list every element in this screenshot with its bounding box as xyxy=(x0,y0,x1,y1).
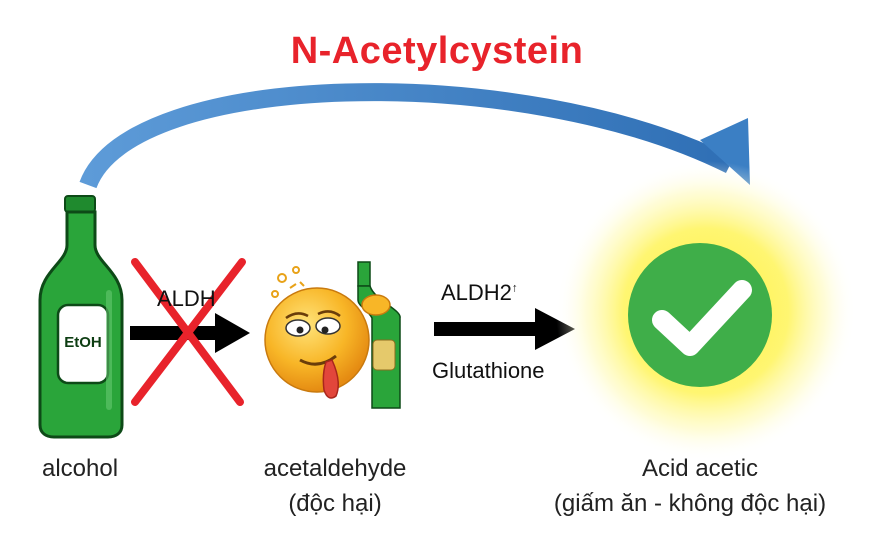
beer-bottle-icon xyxy=(40,196,122,437)
curved-arrow xyxy=(88,92,750,185)
acetic-note: (giấm ăn - không độc hại) xyxy=(520,490,860,518)
acetaldehyde-note: (độc hại) xyxy=(235,490,435,518)
step2-enzyme-name: ALDH2 xyxy=(441,280,512,305)
drunk-emoji-icon xyxy=(262,260,410,408)
alcohol-label: alcohol xyxy=(20,455,140,483)
acetaldehyde-label: acetaldehyde xyxy=(235,455,435,483)
step1-enzyme-label: ALDH xyxy=(157,286,216,312)
check-circle-icon xyxy=(628,243,772,387)
step2-enzyme-bottom: Glutathione xyxy=(432,358,545,384)
step2-arrow xyxy=(434,308,575,350)
step2-enzyme-superscript: ↑ xyxy=(512,281,518,295)
step2-enzyme-top: ALDH2↑ xyxy=(441,280,518,306)
bottle-label: EtOH xyxy=(58,334,108,351)
acetic-label: Acid acetic xyxy=(560,455,840,483)
